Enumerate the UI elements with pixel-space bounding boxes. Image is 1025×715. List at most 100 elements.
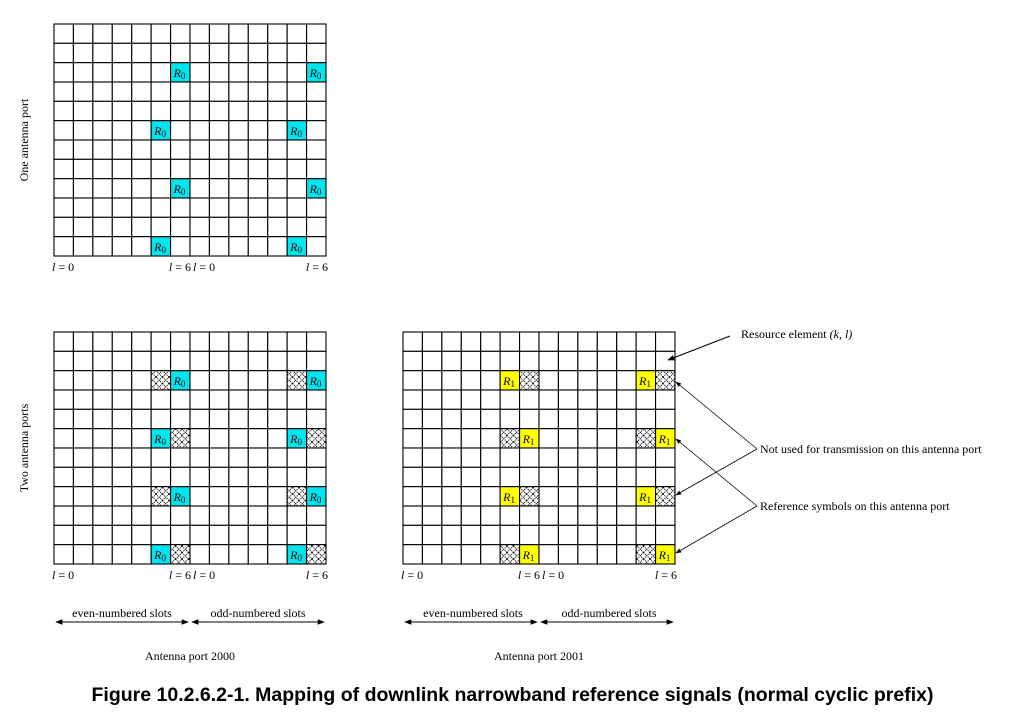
resource-element	[267, 505, 288, 526]
resource-element	[111, 100, 133, 122]
resource-element	[131, 331, 152, 352]
reference-symbol-label: R0	[289, 124, 302, 139]
symbol-subscript: 0	[181, 379, 186, 389]
reference-symbol-label: R0	[153, 432, 166, 447]
resource-element	[519, 505, 540, 526]
resource-element	[150, 447, 172, 468]
resource-element	[247, 350, 269, 372]
resource-element	[480, 408, 501, 430]
resource-element	[577, 447, 598, 468]
symbol-subscript: 0	[181, 495, 186, 505]
resource-element	[635, 389, 657, 410]
resource-element	[635, 505, 657, 526]
resource-element	[92, 236, 113, 257]
resource-element	[72, 331, 94, 352]
resource-element	[72, 120, 94, 141]
resource-element	[208, 178, 230, 199]
resource-element	[208, 23, 230, 44]
slot-indicator-2001: even-numbered slots odd-numbered slots A…	[404, 606, 674, 663]
resource-element	[208, 370, 230, 391]
resource-element	[72, 389, 94, 410]
resource-element	[286, 62, 308, 83]
resource-element	[480, 389, 501, 410]
resource-element	[460, 428, 482, 449]
resource-element	[131, 408, 152, 430]
resource-element	[208, 505, 230, 526]
resource-element	[635, 331, 657, 352]
resource-element	[480, 350, 501, 372]
resource-element	[247, 178, 269, 199]
resource-element	[131, 42, 152, 64]
resource-element	[92, 428, 113, 449]
odd-slots-label: odd-numbered slots	[211, 606, 306, 620]
symbol-letter: R	[522, 432, 531, 446]
resource-element	[286, 331, 308, 352]
symbol-index-l6-odd: l = 6	[306, 260, 328, 274]
resource-element	[111, 350, 133, 372]
resource-element	[72, 178, 94, 199]
symbol-index-l6-odd: l = 6	[306, 568, 328, 582]
resource-element	[267, 370, 288, 391]
resource-element	[228, 81, 249, 102]
resource-element	[150, 505, 172, 526]
resource-element	[170, 120, 191, 141]
resource-element	[111, 524, 133, 546]
symbol-index-l0-odd: l = 0	[542, 568, 564, 582]
resource-element	[499, 408, 521, 430]
symbol-subscript: 1	[646, 495, 651, 505]
resource-element	[53, 216, 74, 238]
resource-element	[208, 350, 230, 372]
not-used-arrow-upper	[675, 381, 758, 450]
resource-element	[92, 23, 113, 44]
resource-element	[480, 524, 501, 546]
resource-element	[150, 197, 172, 218]
resource-element	[557, 428, 579, 449]
resource-element	[267, 139, 288, 160]
not-used-label: Not used for transmission on this antenn…	[760, 442, 982, 456]
resource-element	[267, 216, 288, 238]
resource-element	[111, 178, 133, 199]
resource-element-math: (k, l)	[830, 327, 853, 341]
symbol-letter: R	[289, 432, 298, 446]
symbol-index-l0-odd: l = 0	[193, 260, 215, 274]
resource-element	[53, 197, 74, 218]
resource-element	[111, 197, 133, 218]
even-slots-label: even-numbered slots	[423, 606, 523, 620]
resource-element	[655, 524, 676, 546]
resource-element	[189, 408, 210, 430]
resource-element	[306, 350, 327, 372]
resource-element	[53, 158, 74, 180]
resource-element	[480, 466, 501, 488]
resource-element	[111, 370, 133, 391]
resource-element	[286, 178, 308, 199]
resource-element	[150, 100, 172, 122]
resource-element	[228, 486, 249, 507]
resource-element	[247, 42, 269, 64]
resource-element	[519, 447, 540, 468]
resource-element	[111, 236, 133, 257]
reference-symbol-label: R1	[638, 490, 651, 505]
resource-element	[286, 505, 308, 526]
resource-element	[460, 331, 482, 352]
resource-element	[538, 505, 559, 526]
unused-resource-element	[635, 544, 657, 565]
resource-element	[53, 544, 74, 565]
resource-element	[460, 350, 482, 372]
resource-element	[267, 408, 288, 430]
symbol-letter: R	[309, 66, 318, 80]
resource-element	[247, 486, 269, 507]
resource-element	[635, 524, 657, 546]
resource-element	[111, 466, 133, 488]
resource-element	[421, 524, 443, 546]
symbol-var: l	[401, 568, 405, 582]
unused-resource-element	[499, 544, 521, 565]
resource-element	[519, 331, 540, 352]
resource-element	[111, 158, 133, 180]
resource-element	[286, 350, 308, 372]
resource-element	[228, 216, 249, 238]
resource-element	[616, 486, 637, 507]
resource-element	[208, 158, 230, 180]
resource-element	[208, 120, 230, 141]
resource-element	[170, 139, 191, 160]
resource-element	[189, 447, 210, 468]
